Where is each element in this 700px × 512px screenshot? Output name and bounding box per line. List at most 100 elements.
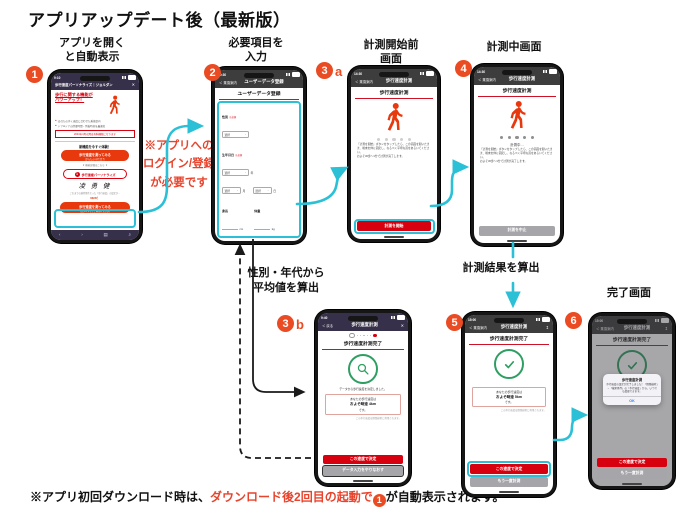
measure-again-button[interactable]: もう一度計測 — [597, 468, 667, 479]
back-button[interactable]: ＜ 戻る — [322, 323, 334, 328]
dialog-ok-button[interactable]: OK — [603, 396, 661, 405]
battery-icon — [542, 317, 550, 322]
status-time: 9:10 — [54, 75, 61, 80]
dialog-title: 歩行速度計測 — [621, 377, 643, 382]
phone-1: 9:10 歩行速度パーソナライズ｜ジョルダン ✕ 歩行に関する機能が パワーアッ… — [48, 70, 142, 243]
screen-title: 歩行速度計測完了 — [596, 334, 668, 346]
month-unit: 月 — [242, 188, 246, 193]
confirm-speed-button[interactable]: この速度で決定 — [323, 454, 403, 465]
signal-icon — [390, 316, 396, 319]
status-icons — [285, 72, 300, 77]
nav-title: 歩行速度計測 — [500, 324, 528, 329]
nav-title: ユーザーデータ登録 — [244, 79, 284, 84]
average-note: 性別・年代から 平均値を算出 — [247, 267, 325, 294]
feature-pill: 1 歩行速度パーソナライズ — [63, 169, 127, 180]
confirm-speed-button[interactable]: この速度で決定 — [597, 457, 667, 468]
height-label: 身長 — [222, 208, 229, 213]
day-unit: 日 — [273, 188, 277, 193]
confirm-speed-button[interactable]: この速度で決定 — [470, 464, 548, 474]
back-label: 乗換案内 — [482, 77, 496, 82]
footnote-highlight: ダウンロード後2回目の起動で — [210, 490, 373, 504]
measure-while-walking-button[interactable]: 計測しながら歩行速度を決める — [220, 240, 298, 241]
back-button[interactable]: ＜ 乗換案内 — [596, 326, 614, 331]
status-time: 14:30 — [477, 69, 486, 74]
year-unit: 年 — [250, 170, 254, 175]
privacy-info-text: これらのデータはなぜ入力が必要なのですか？ 性別・生年月日は、歩行速度計測の補正… — [215, 237, 303, 239]
back-icon[interactable]: ‹ — [59, 232, 61, 237]
step4-label: 計測中画面 — [486, 41, 542, 53]
home-icon[interactable]: ▤ — [103, 232, 108, 237]
promo-bullet-2: ドアtoドアの所要時間・到着時刻を最適化 — [58, 125, 106, 128]
footnote-step1-badge: 1 — [372, 493, 386, 507]
home-indicator — [622, 482, 642, 485]
status-time: 15:00 — [468, 317, 477, 322]
weight-input[interactable] — [254, 225, 271, 230]
step1-badge: 1 — [26, 66, 43, 83]
forward-icon[interactable]: › — [81, 232, 83, 237]
measure-start-button[interactable]: 歩行速度を測ってみる （ログインしてご利用ください） — [60, 201, 130, 214]
status-time: 15:00 — [595, 318, 604, 323]
status-time: 9:40 — [321, 315, 328, 320]
try-measure-button[interactable]: 歩行速度を測ってみる （かんたん1分で完了） — [61, 150, 129, 162]
home-indicator — [499, 490, 519, 493]
try-measure-label: 歩行速度を測ってみる — [79, 152, 111, 157]
close-icon[interactable]: ✕ — [131, 82, 135, 87]
step3a-badge: 3 — [316, 62, 333, 79]
completion-dialog: 歩行速度計測 歩行速度の設定が完了しました！「経路検索」→「検索条件」の「歩行速… — [603, 373, 661, 405]
birth-month-select[interactable]: 選択⌄ — [222, 186, 241, 195]
back-button[interactable]: ＜ 乗換案内 — [219, 80, 237, 85]
step1-label: アプリを開く と自動表示 — [59, 37, 125, 63]
result-box: あなたの歩行速度は およそ時速 5km です。 — [472, 387, 546, 408]
status-icons — [121, 75, 136, 80]
cm-unit: cm — [239, 226, 244, 231]
birth-year-select[interactable]: 選択⌄ — [222, 168, 249, 177]
measuring-status: 計測中… — [510, 143, 524, 148]
step-current-icon — [373, 333, 377, 337]
nav-title: 歩行速度計測 — [351, 322, 378, 327]
signal-icon — [535, 318, 541, 321]
height-input[interactable] — [222, 225, 238, 230]
close-icon[interactable]: ✕ — [400, 322, 404, 328]
detail-link[interactable]: ▼ 機能詳細はこちら ▼ — [82, 163, 108, 167]
birthdate-label: 生年月日 — [222, 152, 235, 157]
back-label: 乗換案内 — [600, 326, 614, 331]
search-icon[interactable]: ⌕ — [128, 232, 131, 237]
magnifier-icon — [357, 364, 369, 375]
start-measure-button[interactable]: 計測を開始 — [357, 221, 431, 232]
phone-3b: 9:40 ＜ 戻る 歩行速度計測 ✕ 歩行速度計測完了 — [315, 310, 411, 486]
back-button[interactable]: ＜ 乗換案内 — [469, 325, 487, 330]
phone-3b-screen: 9:40 ＜ 戻る 歩行速度計測 ✕ 歩行速度計測完了 — [318, 313, 408, 483]
birth-day-value: 選択 — [255, 188, 261, 193]
step3b-suffix: b — [296, 317, 304, 332]
status-icons — [654, 318, 669, 323]
step-progress-indicator — [318, 332, 408, 338]
step3a-label: 計測開始前 画面 — [363, 39, 419, 65]
pill-label: 歩行速度パーソナライズ — [81, 172, 116, 177]
calligraphy-text: 凌 勇 健 — [78, 183, 112, 191]
check-icon — [504, 360, 514, 368]
back-label: 乗換案内 — [359, 79, 373, 84]
chevron-down-icon: ⌄ — [244, 133, 247, 136]
phone-notch — [494, 317, 524, 323]
magnifier-circle — [348, 354, 378, 385]
promo-title: 歩行速度パーソナライズ｜ジョルダン — [55, 83, 113, 87]
share-icon[interactable]: ↥ — [664, 325, 668, 331]
nav-title: 歩行速度計測 — [508, 76, 536, 81]
measure-again-button[interactable]: もう一度計測 — [470, 476, 548, 487]
signal-icon — [542, 70, 548, 73]
result-value: およそ時速 4km — [349, 401, 377, 406]
progress-dots — [351, 138, 437, 142]
status-icons — [542, 69, 557, 74]
back-button[interactable]: ＜ 乗換案内 — [355, 79, 373, 84]
share-icon[interactable]: ↥ — [545, 324, 549, 330]
walking-person-icon — [510, 101, 526, 129]
back-button[interactable]: ＜ 乗換案内 — [478, 77, 496, 82]
signal-icon — [285, 73, 291, 76]
phone-5-screen: 15:00 ＜ 乗換案内 歩行速度計測 ↥ 歩行速度計測完了 あなたの歩行速度は… — [465, 315, 553, 494]
redo-input-button[interactable]: データ入力をやりなおす — [323, 465, 403, 476]
nav-title: 歩行速度計測 — [385, 78, 413, 83]
gender-select[interactable]: 選択⌄ — [222, 130, 249, 139]
stop-measure-button[interactable]: 計測を中止 — [479, 225, 555, 236]
birth-day-select[interactable]: 選択⌄ — [252, 186, 272, 195]
